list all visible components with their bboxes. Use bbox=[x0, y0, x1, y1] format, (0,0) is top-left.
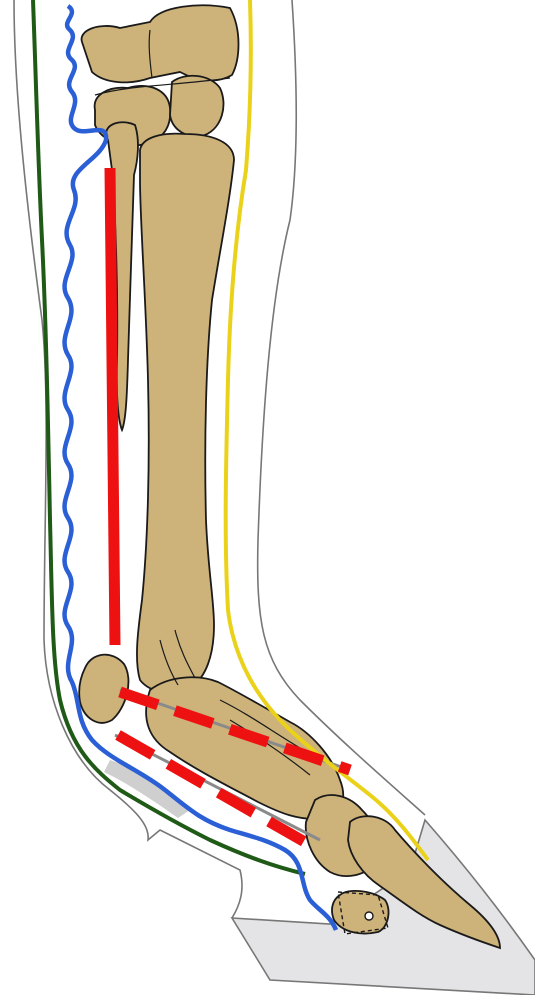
carpal-bone-upper bbox=[82, 5, 239, 82]
cannon-bone bbox=[137, 134, 234, 693]
limb-outline-front bbox=[258, 0, 425, 815]
navicular-bone bbox=[332, 891, 389, 934]
sesamoid-bone bbox=[79, 655, 128, 723]
bones bbox=[79, 5, 500, 948]
navicular-foramen bbox=[365, 912, 373, 920]
ligament-solid bbox=[110, 168, 115, 645]
carpal-bone-lower-right bbox=[170, 76, 224, 137]
